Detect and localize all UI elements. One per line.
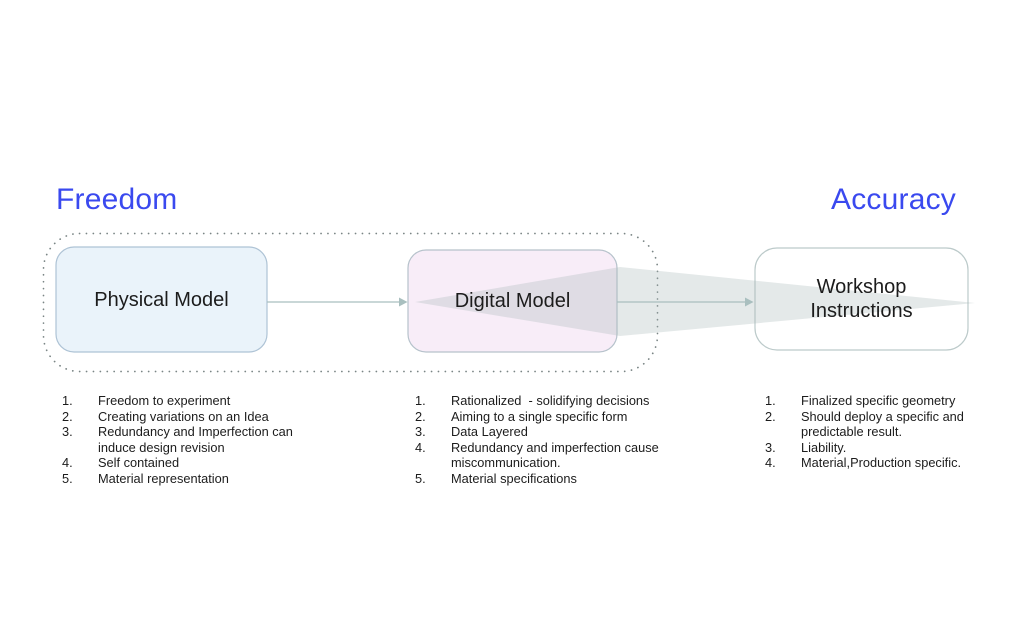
freedom-title: Freedom	[56, 183, 178, 216]
list-item: 3. Data Layered	[415, 424, 675, 440]
list-item-number: 2.	[62, 408, 73, 424]
physical-model-list: 1. Freedom to experiment 2. Creating var…	[62, 393, 312, 486]
arrow-physical-to-digital	[267, 297, 408, 307]
list-item: 5. Material representation	[62, 471, 312, 487]
list-item-text: Should deploy a specific and predictable…	[801, 408, 964, 440]
list-item-text: Creating variations on an Idea	[98, 408, 269, 424]
list-item-text: Rationalized - solidifying decisions	[451, 393, 650, 408]
digital-model-box	[407, 249, 618, 353]
list-item-number: 3.	[415, 424, 426, 439]
workshop-instructions-box	[754, 247, 969, 351]
list-item-text: Self contained	[98, 455, 180, 470]
list-item-number: 3.	[62, 424, 73, 439]
list-item-text: Freedom to experiment	[98, 393, 231, 408]
list-item: 1. Finalized specific geometry	[765, 393, 1000, 409]
list-item: 2. Should deploy a specific and predicta…	[765, 409, 1000, 440]
list-item: 2. Aiming to a single specific form	[415, 409, 675, 425]
list-item: 2. Creating variations on an Idea	[62, 409, 312, 425]
accuracy-title: Accuracy	[831, 183, 956, 216]
list-item-text: Liability.	[801, 439, 847, 455]
physical-model-box	[55, 246, 268, 353]
list-item-number: 1.	[415, 393, 426, 408]
list-item-text: Aiming to a single specific form	[451, 408, 628, 424]
digital-model-list: 1. Rationalized - solidifying decisions …	[415, 393, 675, 486]
digital-model-label-text: Digital Model	[454, 290, 571, 312]
list-item: 4. Material,Production specific.	[765, 455, 1000, 471]
list-item-text: Finalized specific geometry	[801, 393, 956, 408]
list-item-number: 4.	[62, 455, 73, 470]
digital-model-label: Digital Model	[408, 250, 617, 352]
list-item-number: 4.	[765, 455, 776, 470]
list-item: 4. Self contained	[62, 455, 312, 471]
list-item: 3. Redundancy and Imperfection can induc…	[62, 424, 312, 455]
list-item: 5. Material specifications	[415, 471, 675, 487]
list-item-text: Material representation	[98, 470, 229, 486]
list-item-text: Redundancy and imperfection cause miscom…	[451, 439, 659, 471]
iteration-frame	[42, 232, 659, 373]
list-item-text: Data Layered	[451, 424, 528, 439]
list-item: 3. Liability.	[765, 440, 1000, 456]
list-item: 4. Redundancy and imperfection cause mis…	[415, 440, 675, 471]
list-item: 1. Rationalized - solidifying decisions	[415, 393, 675, 409]
arrow-digital-to-workshop	[617, 297, 754, 307]
list-item: 1. Freedom to experiment	[62, 393, 312, 409]
list-item-number: 4.	[415, 439, 426, 455]
physical-model-label: Physical Model	[56, 247, 267, 352]
workshop-instructions-label-text: Workshop Instructions	[810, 276, 913, 322]
list-item-number: 1.	[765, 393, 776, 408]
list-item-text: Material specifications	[451, 470, 577, 486]
workshop-instructions-label: Workshop Instructions	[755, 248, 968, 350]
list-item-number: 5.	[62, 470, 73, 486]
list-item-text: Material,Production specific.	[801, 455, 962, 470]
workshop-instructions-list: 1. Finalized specific geometry 2. Should…	[765, 393, 1000, 471]
list-item-text: Redundancy and Imperfection can induce d…	[98, 424, 293, 455]
list-item-number: 2.	[765, 408, 776, 424]
list-item-number: 2.	[415, 408, 426, 424]
list-item-number: 1.	[62, 393, 73, 408]
physical-model-label-text: Physical Model	[94, 288, 229, 311]
list-item-number: 3.	[765, 439, 776, 455]
list-item-number: 5.	[415, 470, 426, 486]
